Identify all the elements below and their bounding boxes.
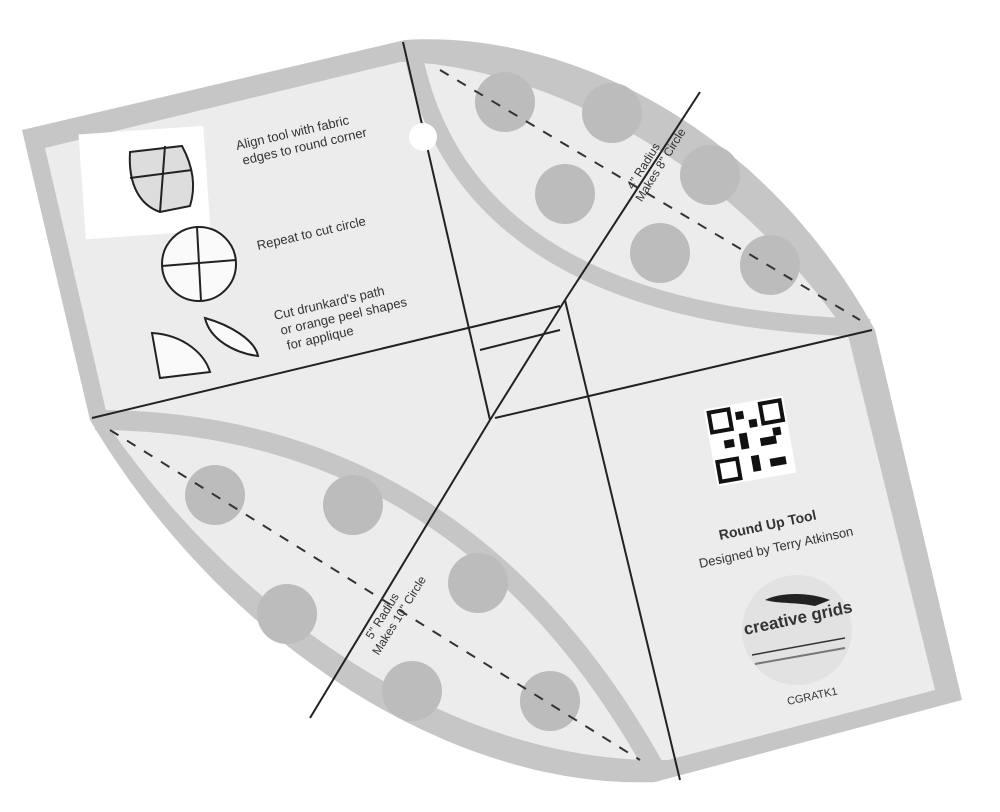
drunkards-path-shapes-icon <box>150 316 260 380</box>
grip-dot <box>535 164 595 224</box>
rounded-corner-diagram-icon <box>128 144 195 214</box>
guide-line <box>479 329 561 351</box>
guide-line <box>494 329 873 419</box>
dashed-lines <box>109 69 861 761</box>
grip-dot <box>630 223 690 283</box>
creative-grids-logo: creative grids <box>742 575 854 685</box>
qr-code <box>704 395 797 487</box>
ruler-inner-plate <box>45 62 935 761</box>
arc-band-5in <box>94 410 669 783</box>
grip-dots <box>185 72 800 731</box>
guide-line <box>402 41 491 421</box>
grip-dot <box>520 671 580 731</box>
guide-lines <box>91 41 873 781</box>
grip-dot <box>740 235 800 295</box>
grip-dot <box>582 83 642 143</box>
guide-line <box>309 419 491 719</box>
grip-dot <box>323 475 383 535</box>
arc-band-4in <box>403 46 871 337</box>
guide-line <box>564 299 681 781</box>
guide-line <box>489 299 566 421</box>
circle-quadrant-icon <box>161 226 237 302</box>
guide-line <box>91 305 561 419</box>
guide-line <box>564 91 701 301</box>
grip-dot <box>448 553 508 613</box>
hanging-hole <box>409 123 437 151</box>
grip-dot <box>257 584 317 644</box>
grip-dot <box>680 145 740 205</box>
grip-dot <box>382 661 442 721</box>
grip-dot <box>475 72 535 132</box>
